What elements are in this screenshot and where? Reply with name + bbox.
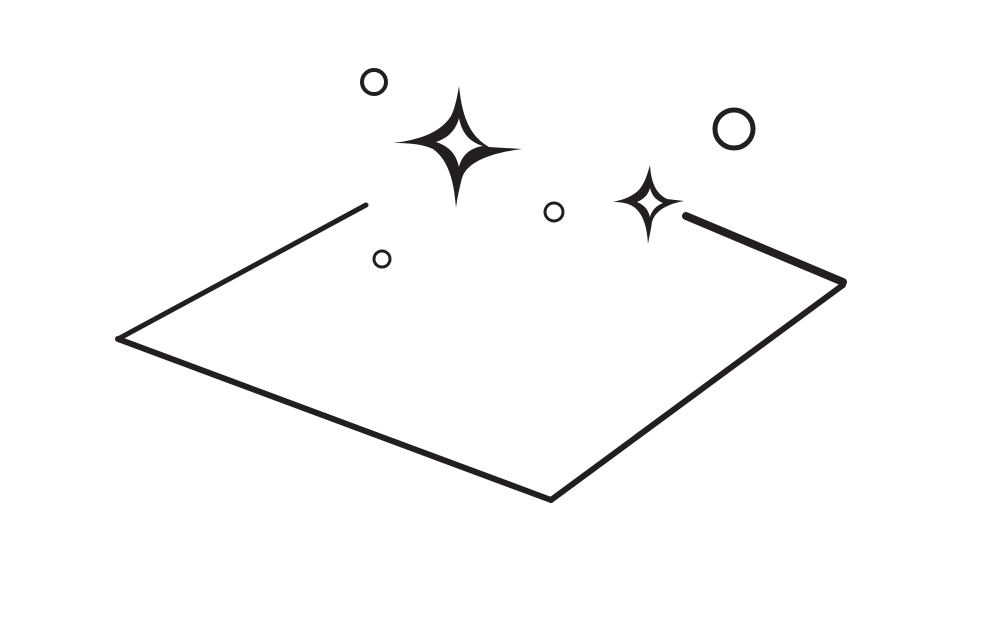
large-sparkle-icon — [393, 86, 522, 208]
small-sparkle-icon — [613, 165, 684, 244]
floor-outline-icon — [115, 202, 847, 503]
floor-right-back-edge — [682, 212, 847, 286]
bubble-center — [543, 201, 565, 223]
floor-front-left-edge — [115, 336, 554, 503]
floor-left-back-edge — [115, 202, 369, 342]
bubble-icon — [360, 68, 756, 269]
bubble-large — [712, 107, 756, 151]
bubble-top-left — [360, 68, 388, 96]
bubble-lower-left — [372, 249, 392, 269]
floor-front-right-edge — [548, 282, 846, 503]
